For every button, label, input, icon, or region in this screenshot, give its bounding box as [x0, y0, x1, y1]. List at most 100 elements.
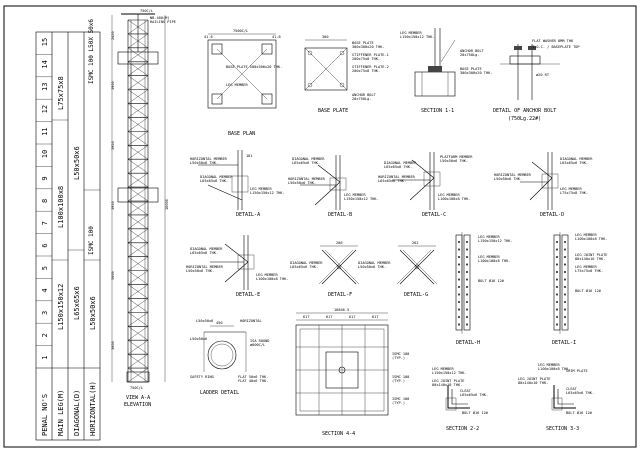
detail-i-label-2: L100x100x8 THK.: [575, 237, 607, 241]
sec11-label-1: LEG MEMBER: [400, 31, 422, 35]
elev-bottom-dim: 750C/L: [130, 386, 143, 390]
sec33-label-7: L65x65x6 THK.: [566, 391, 594, 395]
base-plate-label-5: STIFFENER PLATE-2: [352, 65, 389, 69]
tower-diagonal: [127, 186, 149, 202]
table-header-panel: PENAL NO'S: [41, 394, 49, 436]
bolt: [465, 248, 469, 251]
detail-g: 262 DIAGONAL MEMBER L50x50x6 THK. DETAIL…: [358, 241, 438, 298]
sec33-label-4: LEG JOINT PLATE: [518, 377, 550, 381]
detail-h-label-2: L150x150x12 THK.: [478, 239, 513, 243]
sec33-label-1: LEG MEMBER: [538, 363, 560, 367]
detail-c-label-2: L50x50x6 THK.: [440, 159, 468, 163]
sec11-label-6: 300x300x20 THK.: [460, 71, 492, 75]
bolt: [555, 293, 559, 296]
bolt: [563, 308, 567, 311]
tower-diagonal: [127, 242, 149, 257]
bolt: [555, 308, 559, 311]
panel-number: 3: [41, 311, 49, 315]
bolt: [465, 263, 469, 266]
bolt: [465, 300, 469, 304]
tower-diagonal: [127, 47, 149, 62]
sec33-caption: SECTION 3-3: [546, 426, 579, 432]
detail-c-label-5: HORIZONTAL MEMBER: [378, 175, 416, 179]
detail-c-label-7: LEG MEMBER: [438, 193, 460, 197]
tower-diagonal: [127, 131, 149, 146]
base-plate-label-8: 20x750Lg.: [352, 97, 371, 101]
anchor-caption: DETAIL OF ANCHOR BOLT: [493, 108, 556, 114]
bolt: [465, 323, 469, 326]
main-leg-mid: L100x100x8: [57, 186, 65, 228]
ladder-caption: LADDER DETAIL: [200, 390, 239, 396]
sec33-label-6: CLEAT: [566, 387, 578, 391]
bolt: [563, 248, 567, 251]
base-plate-label-6: 200x75x8 THK.: [352, 69, 380, 73]
base-plate-label-3: STIFFENER PLATE-1: [352, 53, 389, 57]
detail-h-label-4: L100x100x8 THK.: [478, 259, 510, 263]
detail-c-label-3: DIAGONAL MEMBER: [384, 161, 417, 165]
anchor-label-2: T.O.C. / BASEPLATE TOP: [532, 45, 580, 49]
elev-dim-2: 5000: [111, 271, 115, 280]
detail-c-caption: DETAIL-C: [422, 212, 446, 218]
panel-number: 6: [41, 244, 49, 248]
tower-diagonal: [127, 256, 149, 271]
sec22-label-4: 80x140x10 THK.: [432, 383, 462, 387]
detail-e-label-2: L65x65x6 THK.: [190, 251, 218, 255]
sec33-label-3: SHIM PLATE: [566, 369, 588, 373]
bolt: [457, 278, 461, 281]
sec22-label-1: LEG MEMBER: [432, 367, 454, 371]
detail-b-caption: DETAIL-B: [328, 212, 352, 218]
base-plate-label-4: 200x75x8 THK.: [352, 57, 380, 61]
detail-a-label-4: L65x65x6 THK.: [200, 179, 228, 183]
bolt: [465, 270, 469, 274]
sec44-label-6: (TYP.): [392, 401, 405, 405]
detail-d-label-2: L65x65x6 THK.: [560, 161, 588, 165]
tower-diagonal: [127, 200, 149, 216]
tower-diagonal: [127, 159, 149, 174]
section-1-1: LEG MEMBER L150x150x12 THK. ANCHOR BOLT …: [400, 28, 492, 114]
detail-c-label-1: PLATFORM MEMBER: [440, 155, 473, 159]
detail-f-label-1: DIAGONAL MEMBER: [290, 261, 323, 265]
diagonal-upper: L50x50x6: [73, 146, 81, 180]
detail-d-label-4: L50x50x6 THK.: [494, 177, 522, 181]
detail-a-caption: DETAIL-A: [236, 212, 260, 218]
panel-number: 7: [41, 221, 49, 225]
sec11-label-5: BASE PLATE: [460, 67, 482, 71]
sec33-label-5: 80x140x10 THK.: [518, 381, 548, 385]
bolt: [563, 255, 567, 259]
sec44-label-5: ISMC 100: [392, 397, 409, 401]
detail-e-label-6: L100x100x8 THK.: [256, 277, 288, 281]
base-plan-dim-left: 41.6: [204, 35, 213, 39]
detail-c: PLATFORM MEMBER L50x50x6 THK. DIAGONAL M…: [378, 152, 473, 218]
panel-number: 2: [41, 333, 49, 337]
tower-diagonal: [127, 340, 149, 355]
detail-d-label-5: LEG MEMBER: [560, 187, 582, 191]
panel-number: 12: [41, 105, 49, 113]
bolt: [457, 270, 461, 274]
tower-diagonal: [127, 89, 149, 104]
tower-diagonal: [127, 354, 149, 369]
tower-diagonal: [127, 117, 149, 132]
bolt: [555, 263, 559, 266]
ladder-label-7: FLAT 50x6 THK.: [238, 375, 268, 379]
bolt: [563, 240, 567, 244]
detail-i-label-7: BOLT Ø16 12#: [575, 288, 602, 293]
detail-a-label-6: L150x150x12 THK.: [250, 191, 285, 195]
sec44-caption: SECTION 4-4: [322, 431, 355, 437]
detail-d-label-1: DIAGONAL MEMBER: [560, 157, 593, 161]
ladder-label-1: L50x50x6: [196, 319, 213, 323]
bolt: [563, 293, 567, 296]
bolt: [555, 270, 559, 274]
panel-number: 1: [41, 356, 49, 360]
sec44-dim-1: 617: [303, 315, 310, 319]
bolt: [563, 315, 567, 319]
sec44-label-1: ISMC 100: [392, 352, 409, 356]
detail-a-label-1: HORIZONTAL MEMBER: [190, 157, 228, 161]
tower-elevation: 750C/L NB-400(M) RAILING PIPE 750C/L 300…: [111, 9, 176, 408]
detail-b-label-4: L50x50x6 THK.: [288, 181, 316, 185]
tower-diagonal: [127, 173, 149, 188]
base-plan-dim-right: 41.6: [272, 35, 281, 39]
elev-dim-1: 3000: [111, 341, 115, 350]
detail-b-label-1: DIAGONAL MEMBER: [292, 157, 325, 161]
